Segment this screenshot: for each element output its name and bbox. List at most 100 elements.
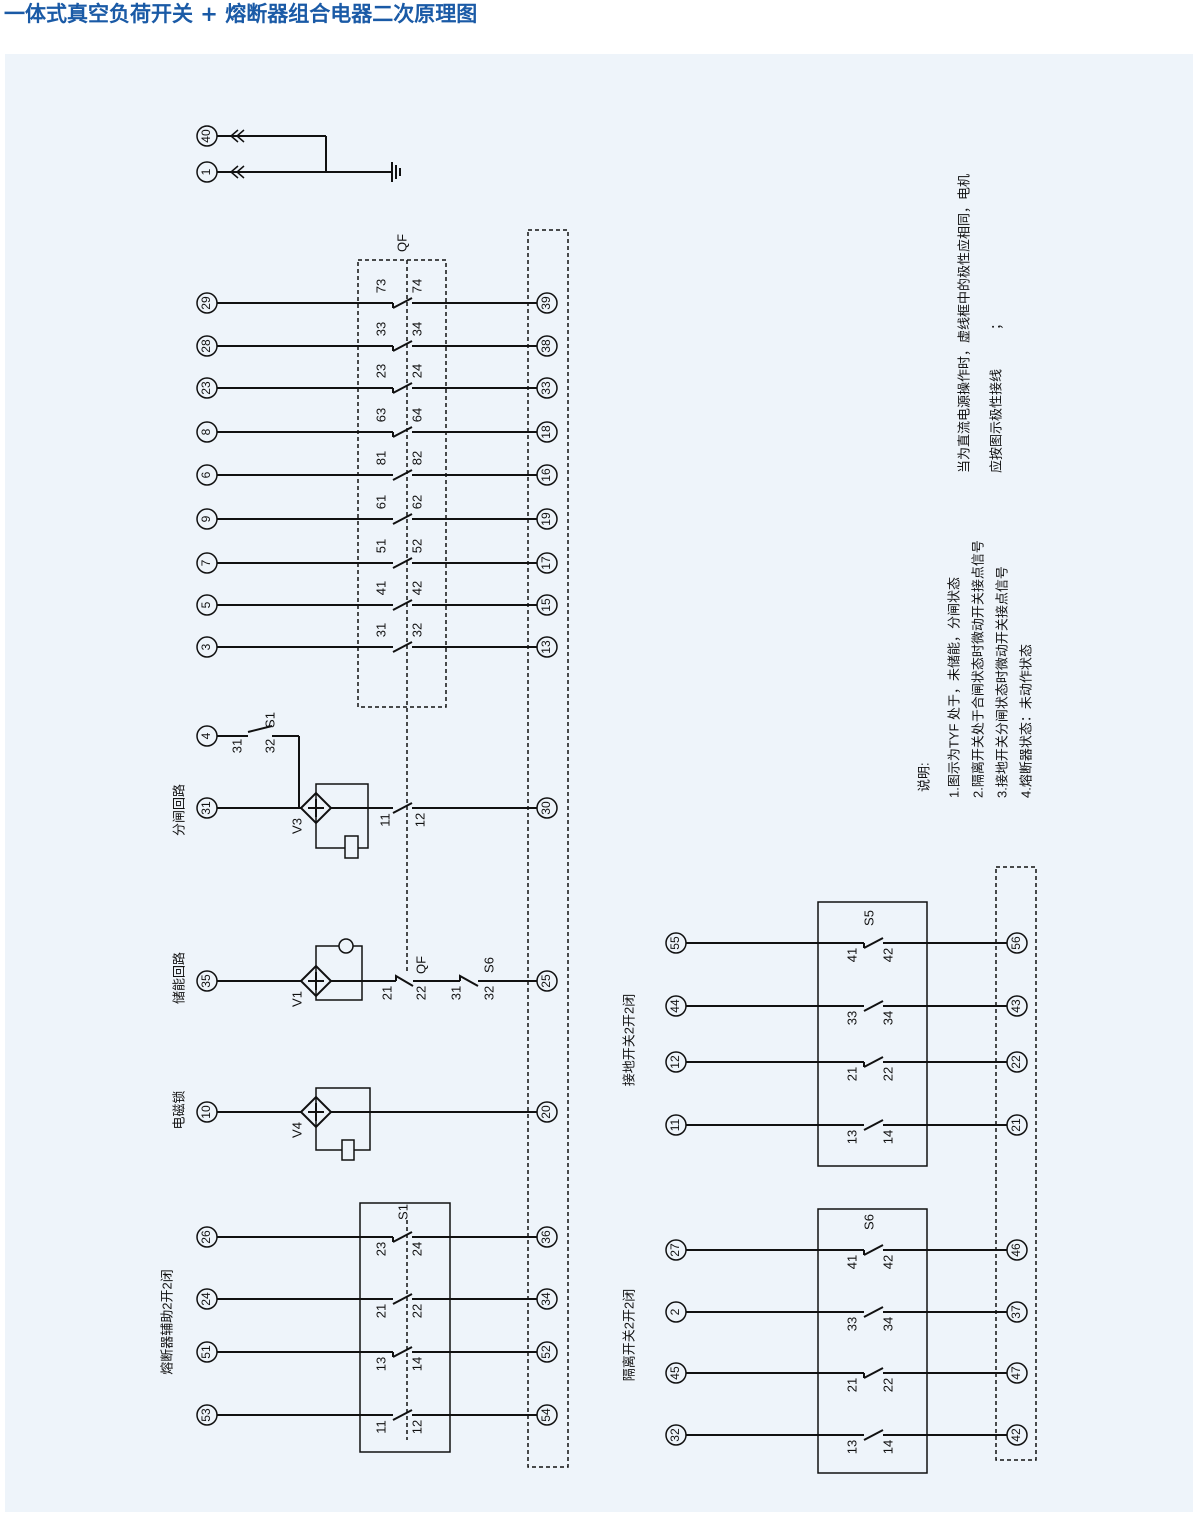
contact-number: 61: [373, 495, 388, 509]
nc-contact: [392, 1346, 413, 1358]
contact-number: 62: [409, 495, 424, 509]
terminal-number: 46: [1009, 1243, 1023, 1257]
contact-number: 21: [379, 986, 394, 1000]
contact-number: 24: [409, 1242, 424, 1256]
terminal: [536, 292, 558, 314]
contact-number: 32: [409, 623, 424, 637]
contact-number: 14: [880, 1130, 895, 1144]
terminal-number: 18: [539, 425, 553, 439]
terminal: [665, 995, 687, 1017]
terminal-number: 12: [668, 1055, 682, 1069]
terminal-number: 27: [668, 1243, 682, 1257]
contact-number: 23: [373, 1242, 388, 1256]
page-title: 一体式真空负荷开关 + 熔断器组合电器二次原理图: [4, 2, 478, 26]
terminal-number: 52: [539, 1345, 553, 1359]
contact-number: 42: [409, 581, 424, 595]
qf-label: QF: [394, 234, 409, 252]
note-item: 4.熔断器状态：未动作状态: [1018, 644, 1033, 798]
terminal-block-box-2: [995, 866, 1037, 1461]
contact-number: 13: [373, 1357, 388, 1371]
terminal-number: 55: [668, 936, 682, 950]
contact-number: 22: [880, 1067, 895, 1081]
terminal: [536, 335, 558, 357]
terminal: [536, 1226, 558, 1248]
terminal: [665, 1051, 687, 1073]
terminal-number: 22: [1009, 1055, 1023, 1069]
terminal-number: 25: [539, 974, 553, 988]
no-contact: [392, 557, 413, 569]
contact-number: 41: [373, 581, 388, 595]
contact-number: 12: [412, 813, 427, 827]
terminal: [536, 1341, 558, 1363]
terminal-number: 20: [539, 1105, 553, 1119]
earth-switch-box: [817, 901, 928, 1167]
contact-number: 51: [373, 539, 388, 553]
contact-number: 22: [409, 1304, 424, 1318]
switch-name: S6: [481, 957, 496, 973]
terminal-number: 36: [539, 1230, 553, 1244]
notes-heading: 说明:: [916, 762, 931, 792]
nc-contact: [863, 1056, 884, 1068]
no-contact: [392, 1293, 413, 1305]
charge-circuit-label: 储能回路: [171, 952, 186, 1004]
note-item: 2.隔离开关处于合闸状态时微动开关接点信号: [970, 540, 985, 798]
terminal-number: 42: [1009, 1428, 1023, 1442]
terminal: [1006, 1362, 1028, 1384]
contact-number: 21: [844, 1378, 859, 1392]
nc-contact: [392, 340, 413, 352]
terminal-number: 31: [199, 801, 213, 815]
earth-switch-label: 接地开关2开2闭: [621, 994, 636, 1086]
terminal-number: 37: [1009, 1305, 1023, 1319]
contact-number: 24: [409, 364, 424, 378]
note-item: 1.图示为TYF 处于，未储能，分闸状态: [946, 577, 961, 798]
dc-note: 当为直流电源操作时，虚线框中的极性应相同，电机: [956, 174, 971, 473]
terminal-number: 3: [199, 643, 213, 650]
terminal: [665, 1239, 687, 1261]
switch-name: S1: [395, 1204, 410, 1220]
contact-number: 42: [880, 1255, 895, 1269]
contact-number: 14: [880, 1440, 895, 1454]
terminal-number: 10: [199, 1105, 213, 1119]
contact-number: 64: [409, 408, 424, 422]
contact-number: 22: [880, 1378, 895, 1392]
trip-contact: [392, 802, 413, 814]
terminal: [196, 508, 218, 530]
terminal-number: 28: [199, 339, 213, 353]
contact-number: 32: [481, 986, 496, 1000]
terminal-number: 5: [199, 601, 213, 608]
contact-number: 52: [409, 539, 424, 553]
terminal: [1006, 1301, 1028, 1323]
terminal: [536, 508, 558, 530]
terminal: [196, 636, 218, 658]
contact-number: 81: [373, 451, 388, 465]
contact-number: 21: [844, 1067, 859, 1081]
terminal-number: 39: [539, 296, 553, 310]
no-contact: [392, 469, 413, 481]
terminal: [536, 636, 558, 658]
terminal-number: 53: [199, 1408, 213, 1422]
switch-name: QF: [413, 956, 428, 974]
terminal-number: 17: [539, 556, 553, 570]
s6-contact: [459, 974, 479, 987]
contact-number: 74: [409, 279, 424, 293]
nc-contact: [863, 1367, 884, 1379]
motor-icon: [338, 938, 354, 954]
lock-coil-icon: [341, 1139, 355, 1161]
terminal-number: 24: [199, 1292, 213, 1306]
contact-number: 33: [373, 322, 388, 336]
contact-number: 11: [373, 1420, 388, 1434]
terminal: [196, 594, 218, 616]
contact-number: 33: [844, 1317, 859, 1331]
contact-number: 42: [880, 948, 895, 962]
contact-number: 34: [880, 1011, 895, 1025]
contact-number: 13: [844, 1440, 859, 1454]
switch-name: S1: [262, 712, 277, 728]
dc-note: ；: [988, 317, 1004, 330]
terminal-number: 23: [199, 381, 213, 395]
terminal-number: 29: [199, 296, 213, 310]
terminal-number: 34: [539, 1292, 553, 1306]
terminal-number: 16: [539, 468, 553, 482]
terminal: [536, 464, 558, 486]
bridge-label: V3: [289, 818, 304, 834]
